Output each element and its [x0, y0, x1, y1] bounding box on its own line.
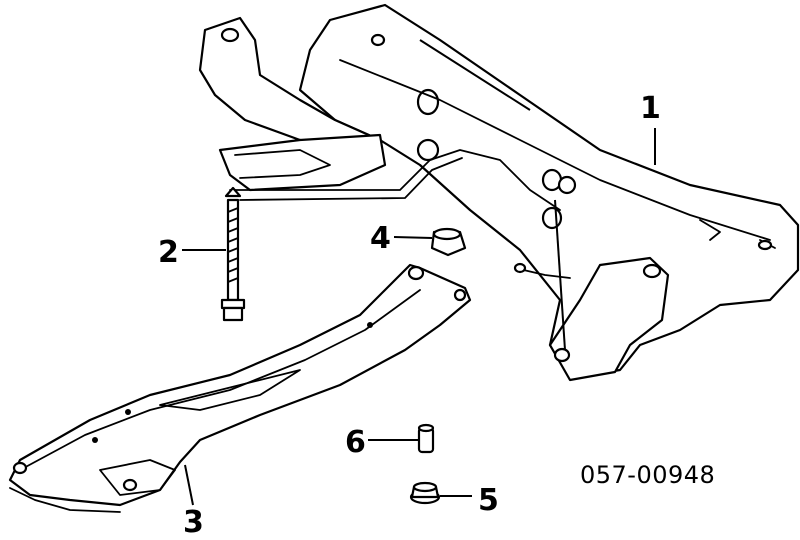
callout-1: 1: [640, 91, 661, 126]
nut-4-part[interactable]: [430, 227, 467, 257]
sleeve-6-part[interactable]: [417, 423, 435, 454]
callout-3: 3: [183, 505, 204, 540]
leader-1b: [419, 39, 531, 111]
leader-1c: [554, 199, 566, 351]
callouts: 1 2 3 4 5 6: [158, 91, 661, 540]
leader-4: [393, 236, 433, 239]
flange-nut-5-part[interactable]: [409, 481, 441, 505]
leader-3: [184, 464, 194, 506]
callout-2: 2: [158, 235, 179, 270]
bolt-part[interactable]: [220, 186, 246, 322]
catalog-number: 057-00948: [580, 461, 715, 489]
callout-4: 4: [370, 221, 391, 256]
leader-lines: [182, 39, 656, 506]
lower-beam-part[interactable]: [8, 263, 472, 513]
callout-5: 5: [478, 483, 499, 518]
crossmember-part[interactable]: [198, 3, 800, 382]
callout-6: 6: [345, 425, 366, 460]
